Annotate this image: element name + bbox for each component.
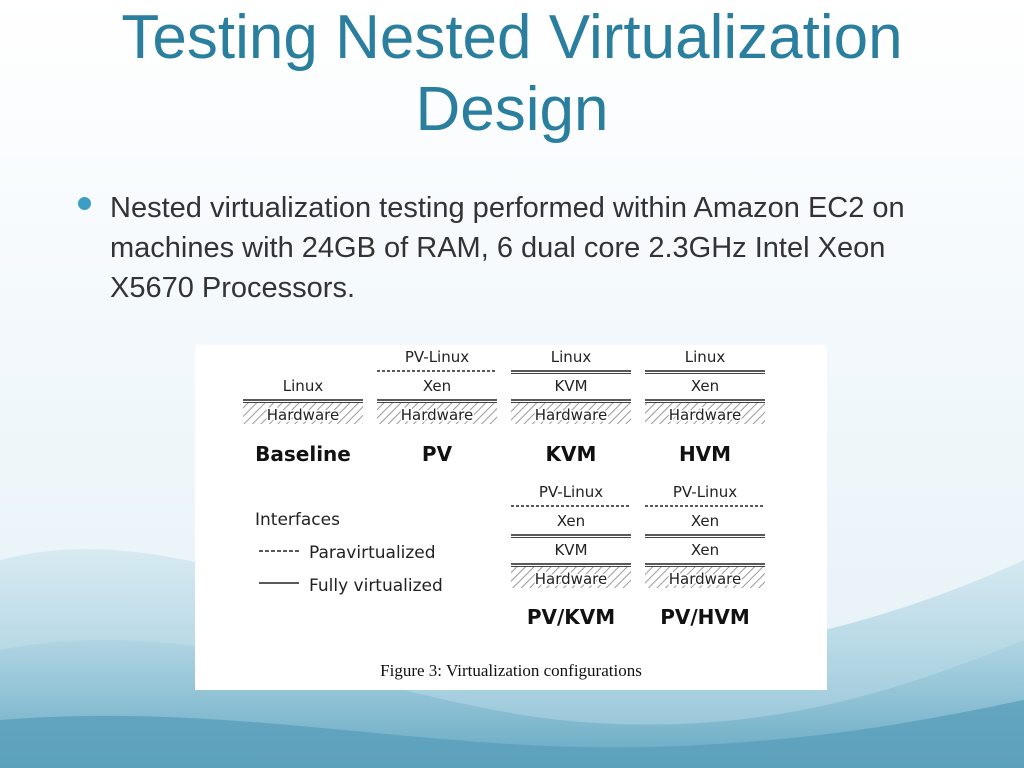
bullet-dot-icon: [78, 197, 91, 210]
layer-label-4-3: Hardware: [535, 570, 607, 588]
bullet-list: Nested virtualization testing performed …: [72, 188, 972, 308]
layer-label-1-1: Xen: [423, 377, 451, 395]
layer-label-3-0: Linux: [685, 348, 726, 366]
layer-label-5-1: Xen: [691, 512, 719, 530]
hardware-hatch-5: [645, 567, 765, 588]
hardware-hatch-1: [377, 403, 497, 424]
legend-title: Interfaces: [255, 510, 340, 530]
config-name-1: PV: [422, 442, 453, 466]
config-name-4: PV/KVM: [527, 605, 615, 629]
wave-front: [0, 700, 1024, 768]
layer-label-5-3: Hardware: [669, 570, 741, 588]
virtualization-diagram: LinuxHardwareBaselinePV-LinuxXenHardware…: [243, 348, 765, 680]
slide-title-line-1: Testing Nested Virtualization: [121, 3, 903, 72]
hardware-hatch-0: [243, 403, 363, 424]
bullet-text: Nested virtualization testing performed …: [110, 192, 905, 304]
layer-label-2-1: KVM: [554, 377, 587, 395]
config-name-2: KVM: [546, 442, 597, 466]
legend-fully-virtualized: Fully virtualized: [309, 576, 443, 596]
layer-label-1-0: PV-Linux: [405, 348, 469, 366]
slide-title: Testing Nested Virtualization Design: [0, 2, 1024, 146]
layer-label-2-0: Linux: [551, 348, 592, 366]
slide-title-line-2: Design: [415, 75, 609, 144]
layer-label-5-0: PV-Linux: [673, 483, 737, 501]
hardware-hatch-3: [645, 403, 765, 424]
layer-label-4-2: KVM: [554, 541, 587, 559]
layer-label-4-1: Xen: [557, 512, 585, 530]
layer-label-3-2: Hardware: [669, 406, 741, 424]
layer-label-0-1: Hardware: [267, 406, 339, 424]
config-name-5: PV/HVM: [660, 605, 750, 629]
figure-caption: Figure 3: Virtualization configurations: [380, 661, 642, 680]
legend-paravirtualized: Paravirtualized: [309, 543, 436, 563]
layer-label-5-2: Xen: [691, 541, 719, 559]
hardware-hatch-2: [511, 403, 631, 424]
layer-label-4-0: PV-Linux: [539, 483, 603, 501]
layer-label-2-2: Hardware: [535, 406, 607, 424]
hardware-hatch-4: [511, 567, 631, 588]
layer-label-0-0: Linux: [283, 377, 324, 395]
layer-label-1-2: Hardware: [401, 406, 473, 424]
config-name-3: HVM: [679, 442, 731, 466]
layer-label-3-1: Xen: [691, 377, 719, 395]
config-name-0: Baseline: [255, 442, 351, 466]
